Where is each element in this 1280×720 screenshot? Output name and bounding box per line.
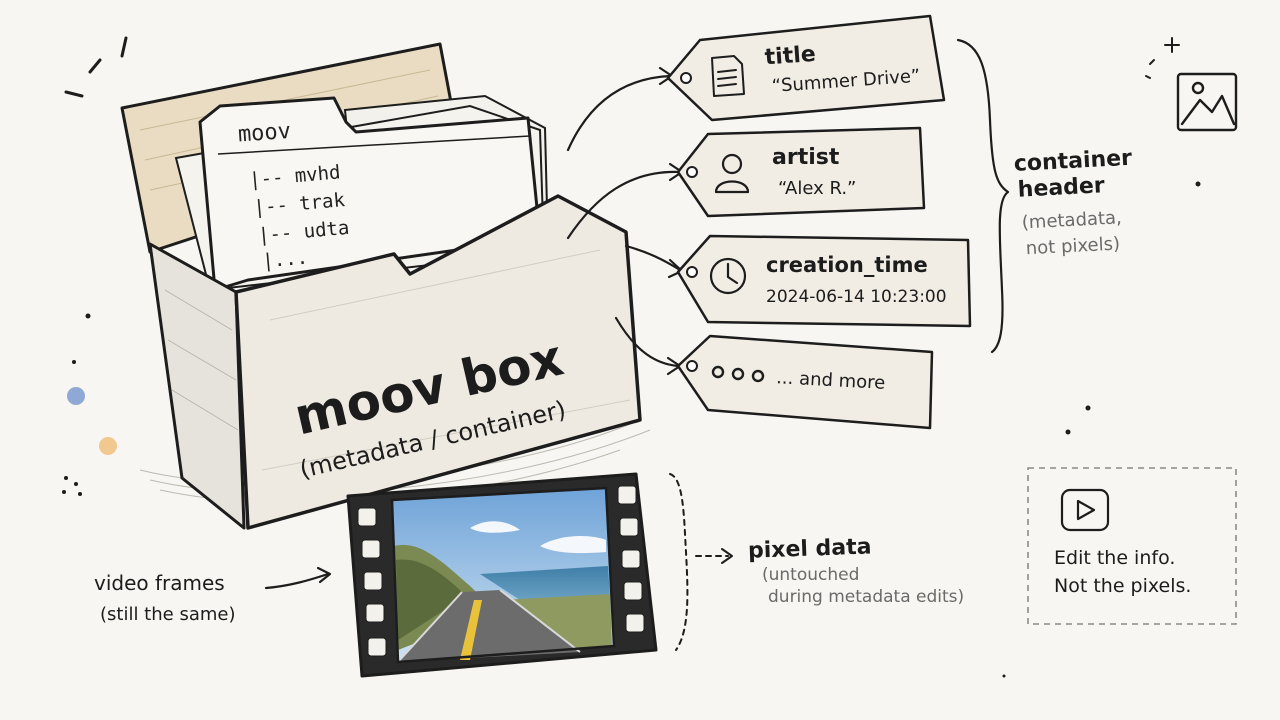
pixel-data-title: pixel data: [748, 535, 872, 564]
tag-creation-time-key: creation_time: [766, 253, 928, 277]
video-frames-label: video frames: [94, 571, 225, 595]
tag-title-key: title: [764, 42, 817, 70]
video-frame-image: [390, 486, 616, 664]
metadata-tag-creation-time: creation_time 2024-06-14 10:23:00: [676, 234, 972, 328]
spark-decoration: [64, 36, 128, 98]
metadata-tag-title: title “Summer Drive”: [666, 14, 946, 122]
moov-box-folder: moov |-- mvhd |-- trak |-- udta |... moo…: [120, 42, 642, 530]
tag-artist-key: artist: [772, 145, 840, 170]
moov-tab-label: moov: [237, 119, 292, 148]
ellipsis-icon: [711, 365, 765, 383]
container-header-note-line1: (metadata,: [1021, 207, 1122, 233]
film-sprocket-holes: [357, 485, 645, 657]
arrow-to-artist: [566, 170, 682, 240]
film-strip: [346, 472, 658, 678]
pixel-data-note-line2: during metadata edits): [768, 587, 964, 607]
folder-side-panel: [148, 242, 246, 530]
callout-box: Edit the info. Not the pixels.: [1027, 467, 1237, 625]
video-frames-arrow: [264, 572, 330, 590]
tag-creation-time-value: 2024-06-14 10:23:00: [766, 287, 947, 307]
tree-item-more: |...: [261, 247, 309, 273]
image-icon: [1176, 72, 1238, 132]
container-header-brace: [956, 38, 1010, 354]
moov-paper-sheet: moov |-- mvhd |-- trak |-- udta |...: [198, 96, 542, 292]
tag-arrows: [566, 66, 684, 376]
decor-dot-blue: [67, 387, 85, 405]
arrow-to-title: [566, 74, 672, 152]
decor-dot-orange: [99, 437, 117, 455]
folder-front-panel: [234, 194, 642, 530]
clock-icon: [709, 257, 747, 295]
container-header-title-line2: header: [1017, 173, 1105, 203]
arrow-to-more: [614, 316, 680, 368]
pixel-data-note-line1: (untouched: [762, 565, 859, 585]
callout-line2: Not the pixels.: [1054, 575, 1191, 597]
play-icon: [1060, 488, 1110, 532]
sparkle-decoration: [1145, 37, 1180, 79]
document-icon: [711, 55, 745, 97]
tag-artist-value: “Alex R.”: [778, 178, 856, 199]
video-frames-note: (still the same): [100, 604, 235, 625]
container-header-note-line2: not pixels): [1025, 233, 1120, 259]
person-icon: [714, 153, 750, 194]
metadata-tag-more: ... and more: [676, 334, 934, 430]
decor-dots: [62, 181, 1201, 678]
callout-line1: Edit the info.: [1054, 547, 1175, 569]
container-header-title-line1: container: [1013, 146, 1132, 177]
pixel-data-brace: [669, 473, 689, 651]
arrow-to-creation-time: [624, 244, 682, 272]
metadata-tag-artist: artist “Alex R.”: [676, 126, 926, 218]
